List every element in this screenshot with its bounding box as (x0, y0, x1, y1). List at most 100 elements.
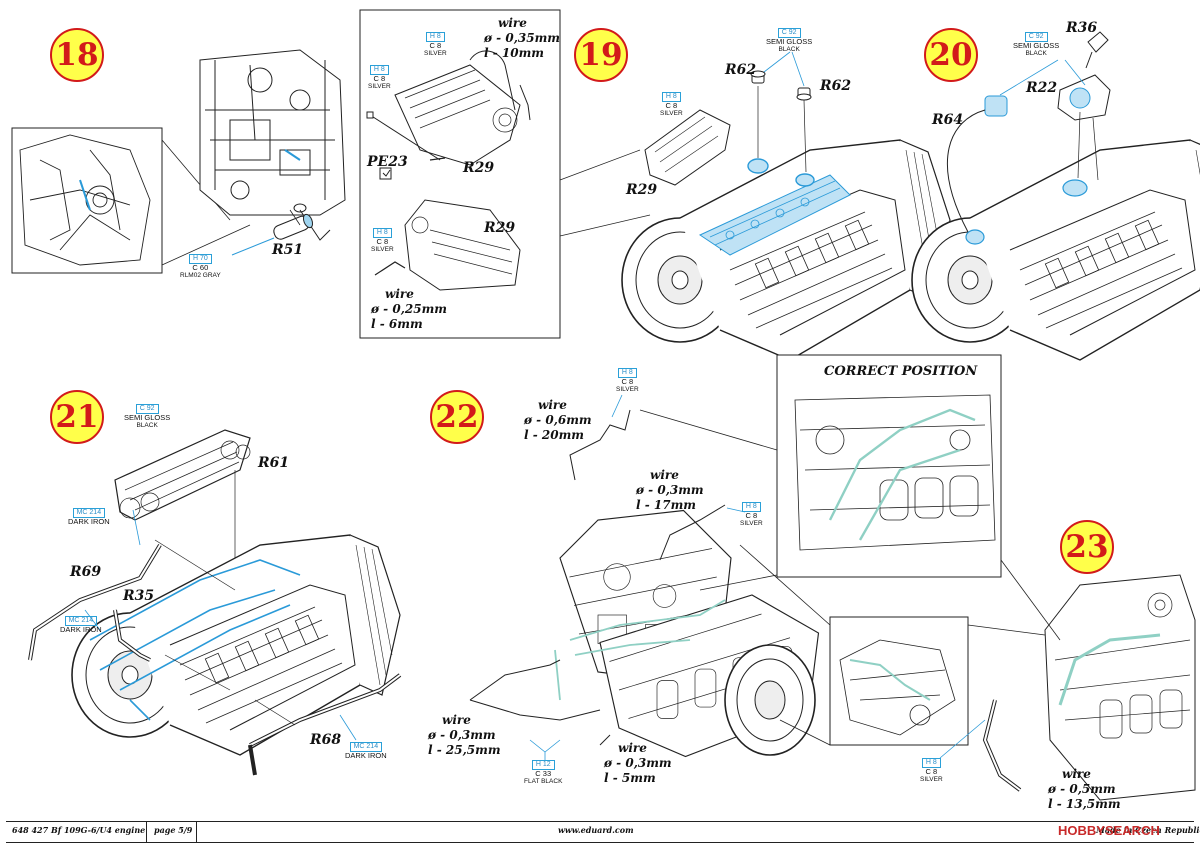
paint-callout: H 8 C 8 SILVER (371, 228, 394, 254)
wire-spec: wire ø - 0,25mm l - 6mm (371, 287, 447, 332)
paint-code-secondary: SEMI GLOSS (124, 413, 171, 422)
paint-name: SILVER (616, 386, 639, 393)
correct-position-heading: CORRECT POSITION (824, 364, 978, 379)
paint-code-secondary: SEMI GLOSS (1013, 41, 1060, 50)
wire-spec: wire ø - 0,3mm l - 25,5mm (428, 713, 501, 758)
paint-code-primary: H 8 (921, 758, 941, 768)
watermark-logo: HOBBYSEARCH (1058, 823, 1160, 838)
part-label-r29: R29 (484, 220, 516, 236)
part-label-r51: R51 (272, 242, 304, 258)
paint-code-primary: H 8 (661, 92, 681, 102)
paint-code-primary: H 70 (188, 254, 212, 264)
part-label-r29: R29 (463, 160, 495, 176)
paint-code-secondary: C 8 (621, 377, 634, 386)
paint-callout: H 8 C 8 SILVER (424, 32, 447, 58)
part-label-r29: R29 (626, 182, 658, 198)
wire-spec-label: wire (1062, 767, 1091, 781)
part-label-pe23: PE23 (367, 154, 408, 170)
paint-callout: MC 214 DARK IRON (60, 616, 102, 634)
wire-spec-length: l - 13,5mm (1048, 797, 1121, 811)
wire-spec-length: l - 6mm (371, 317, 423, 331)
wire-spec-label: wire (385, 287, 414, 301)
part-label-r69: R69 (70, 564, 102, 580)
paint-code-secondary: DARK IRON (68, 517, 110, 526)
paint-code-primary: H 8 (369, 65, 389, 75)
paint-callout: MC 214 DARK IRON (68, 508, 110, 526)
paint-callout: H 8 C 8 SILVER (740, 502, 763, 528)
kit-number: 648 427 Bf 109G-6/U4 engine (12, 825, 146, 835)
wire-spec: wire ø - 0,3mm l - 17mm (636, 468, 704, 513)
wire-spec-label: wire (618, 741, 647, 755)
part-label-r68: R68 (310, 732, 342, 748)
part-label-r62: R62 (725, 62, 757, 78)
page-number: page 5/9 (154, 825, 193, 835)
paint-name: SILVER (368, 83, 391, 90)
paint-code-secondary: DARK IRON (345, 751, 387, 760)
paint-name: SILVER (920, 776, 943, 783)
paint-code-primary: C 92 (1024, 32, 1048, 42)
paint-code-secondary: C 8 (665, 101, 678, 110)
wire-spec-diameter: ø - 0,35mm (484, 31, 560, 45)
wire-spec-length: l - 25,5mm (428, 743, 501, 757)
paint-name: SILVER (740, 520, 763, 527)
part-label-r62: R62 (820, 78, 852, 94)
paint-code-secondary: C 8 (925, 767, 938, 776)
part-label-r22: R22 (1026, 80, 1058, 96)
wire-spec-diameter: ø - 0,6mm (524, 413, 592, 427)
paint-callout: H 8 C 8 SILVER (920, 758, 943, 784)
paint-code-secondary: C 8 (429, 41, 442, 50)
step-number-20: 20 (924, 28, 978, 82)
step-number-18: 18 (50, 28, 104, 82)
wire-spec-label: wire (538, 398, 567, 412)
made-in: Made in Czech Republic (1096, 825, 1200, 835)
paint-callout: C 92 SEMI GLOSS BLACK (766, 28, 812, 54)
paint-callout: C 92 SEMI GLOSS BLACK (124, 404, 170, 430)
wire-spec: wire ø - 0,35mm l - 10mm (484, 16, 560, 61)
paint-code-secondary: C 8 (745, 511, 758, 520)
wire-spec-label: wire (650, 468, 679, 482)
paint-code-primary: MC 214 (72, 508, 106, 518)
wire-spec-diameter: ø - 0,25mm (371, 302, 447, 316)
part-label-r61: R61 (258, 455, 290, 471)
step-number-23: 23 (1060, 520, 1114, 574)
paint-name: BLACK (136, 422, 158, 429)
part-label-r64: R64 (932, 112, 964, 128)
step-number-21: 21 (50, 390, 104, 444)
wire-spec-diameter: ø - 0,3mm (428, 728, 496, 742)
wire-spec-label: wire (442, 713, 471, 727)
paint-code-secondary: C 33 (535, 769, 552, 778)
paint-name: FLAT BLACK (524, 778, 563, 785)
paint-name: RLM02 GRAY (180, 272, 221, 279)
wire-spec-diameter: ø - 0,5mm (1048, 782, 1116, 796)
wire-spec: wire ø - 0,3mm l - 5mm (604, 741, 672, 786)
wire-spec-label: wire (498, 16, 527, 30)
paint-name: SILVER (424, 50, 447, 57)
paint-code-secondary: C 8 (376, 237, 389, 246)
paint-callout: H 8 C 8 SILVER (368, 65, 391, 91)
paint-code-primary: H 12 (531, 760, 555, 770)
paint-code-primary: H 8 (741, 502, 761, 512)
paint-callout: MC 214 DARK IRON (345, 742, 387, 760)
paint-code-primary: C 92 (777, 28, 801, 38)
paint-code-secondary: DARK IRON (60, 625, 102, 634)
paint-code-primary: H 8 (425, 32, 445, 42)
paint-code-secondary: C 8 (373, 74, 386, 83)
paint-code-primary: H 8 (617, 368, 637, 378)
paint-code-primary: C 92 (135, 404, 159, 414)
paint-name: SILVER (660, 110, 683, 117)
part-label-r35: R35 (123, 588, 155, 604)
step-number-22: 22 (430, 390, 484, 444)
page-footer: 648 427 Bf 109G-6/U4 engine page 5/9 www… (6, 821, 1200, 843)
wire-spec-length: l - 17mm (636, 498, 696, 512)
website: www.eduard.com (558, 825, 634, 835)
wire-spec-length: l - 10mm (484, 46, 544, 60)
paint-callout: H 8 C 8 SILVER (660, 92, 683, 118)
paint-callout: H 70 C 60 RLM02 GRAY (180, 254, 221, 280)
wire-spec: wire ø - 0,5mm l - 13,5mm (1048, 767, 1121, 812)
paint-code-secondary: SEMI GLOSS (766, 37, 813, 46)
paint-callout: C 92 SEMI GLOSS BLACK (1013, 32, 1059, 58)
paint-name: BLACK (778, 46, 800, 53)
paint-callout: H 12 C 33 FLAT BLACK (524, 760, 562, 786)
